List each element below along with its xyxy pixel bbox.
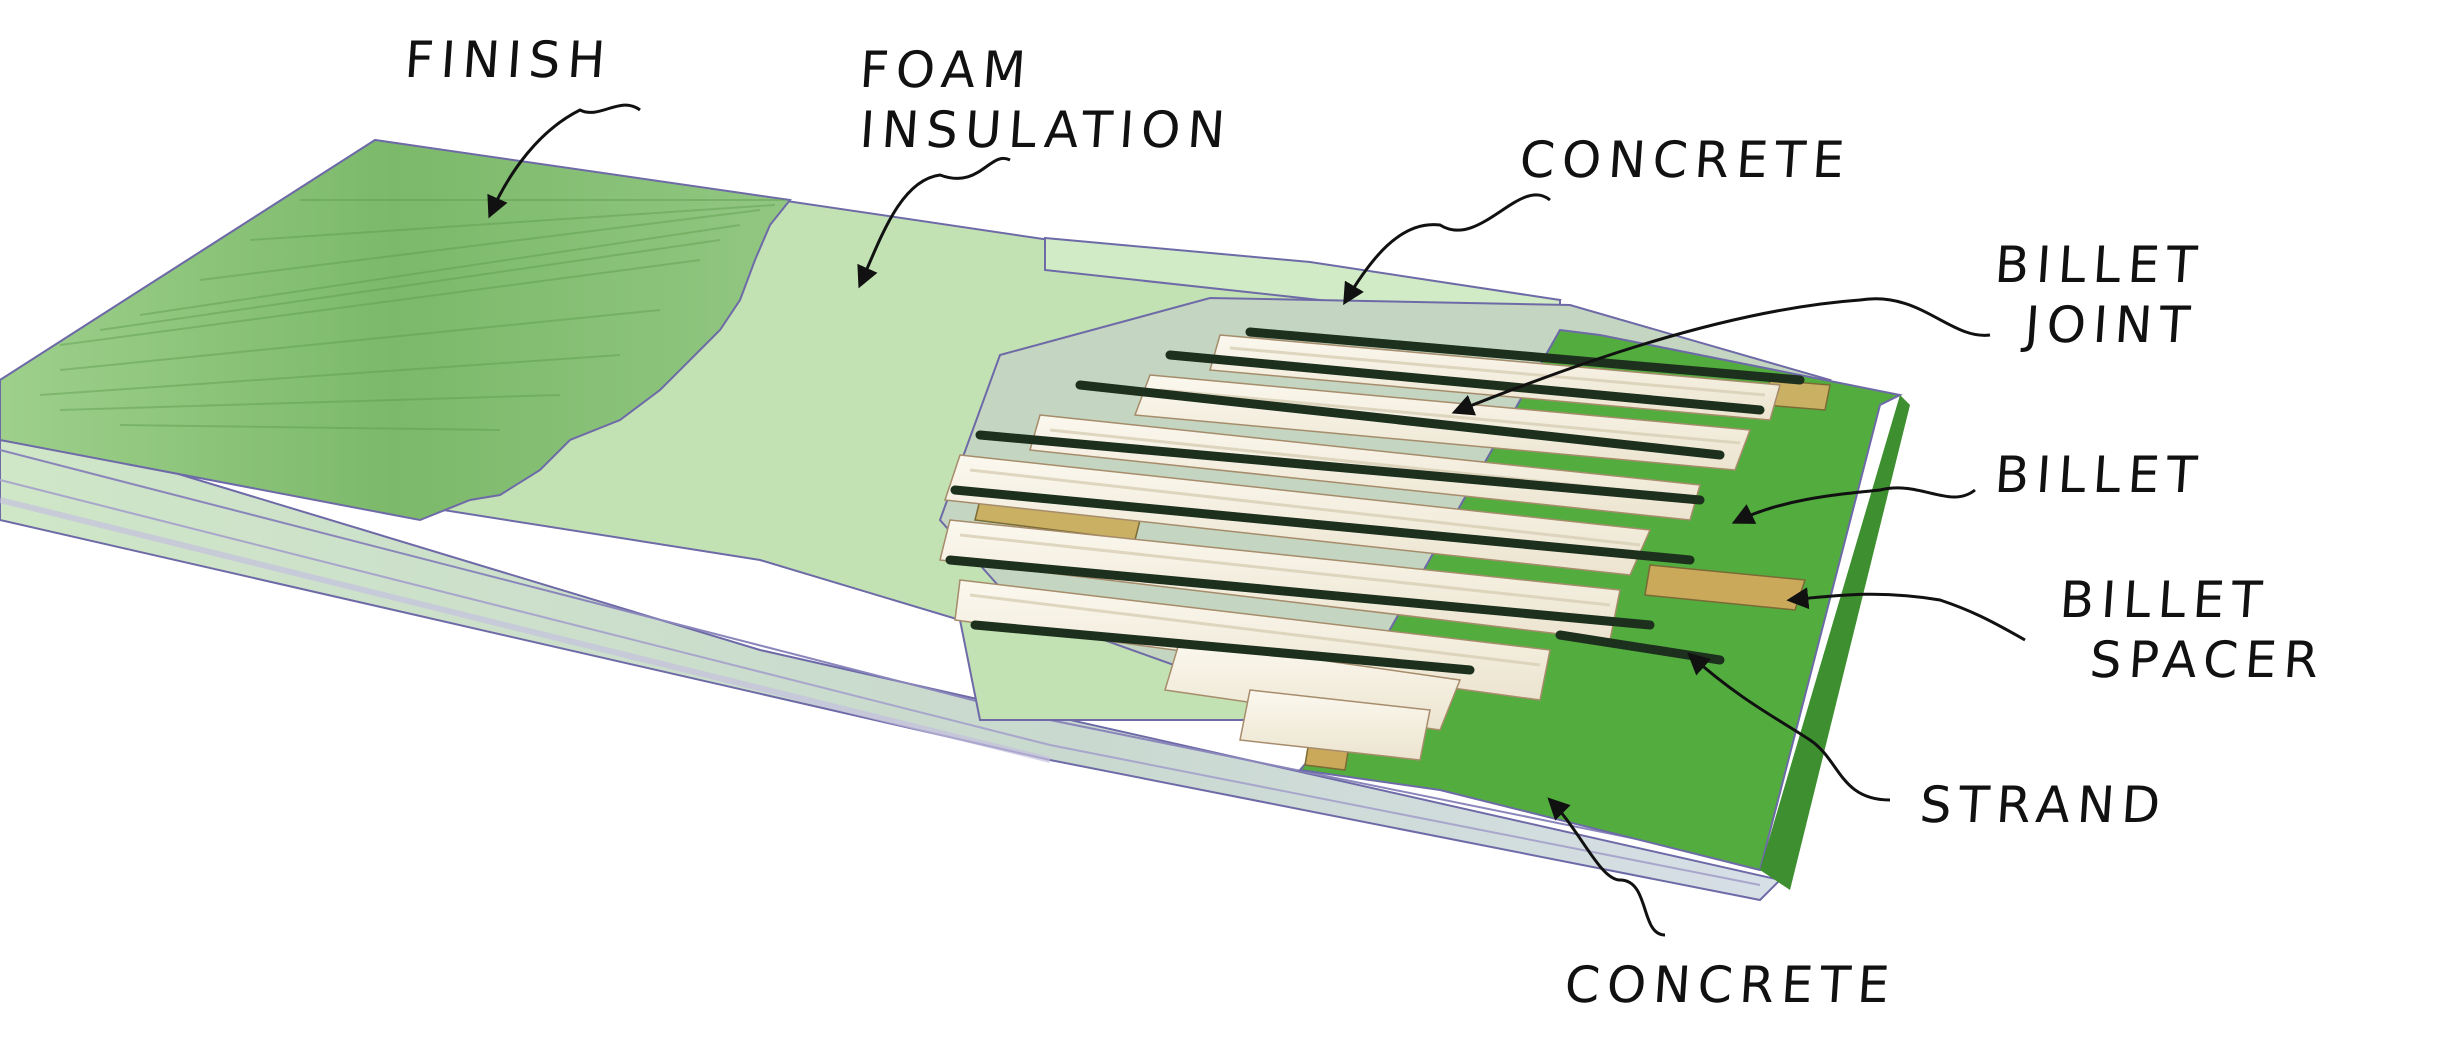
billet-leader: [1731, 486, 1976, 524]
billet-joint-label-line2: JOINT: [2022, 296, 2199, 354]
strand-leader: [1687, 652, 1891, 802]
finish-label: FINISH: [402, 31, 615, 89]
foam-insulation-label-line1: FOAM: [857, 41, 1035, 99]
foam-insulation-label-line2: INSULATION: [857, 101, 1234, 159]
leader-lines: [487, 103, 2026, 937]
concrete-bottom-leader: [1547, 797, 1666, 937]
concrete-bottom-label: CONCRETE: [1562, 956, 1899, 1014]
concrete-top-label: CONCRETE: [1517, 131, 1854, 189]
billet-spacer-label-line1: BILLET: [2057, 571, 2271, 629]
billet-spacer-leader: [1786, 587, 2026, 642]
billet-spacer-label-line2: SPACER: [2087, 631, 2328, 689]
strand-label: STRAND: [1917, 776, 2170, 834]
finish-layer: [0, 138, 792, 522]
concrete-top-leader: [1343, 193, 1551, 306]
finish-leader: [487, 103, 641, 219]
billet-joint-leader: [1451, 297, 1991, 416]
strands: [945, 327, 1805, 675]
billet-joint-label-line1: BILLET: [1992, 236, 2206, 294]
billet-label: BILLET: [1992, 446, 2206, 504]
billet-spacers: [974, 379, 1831, 771]
foam-leader: [857, 156, 1011, 289]
